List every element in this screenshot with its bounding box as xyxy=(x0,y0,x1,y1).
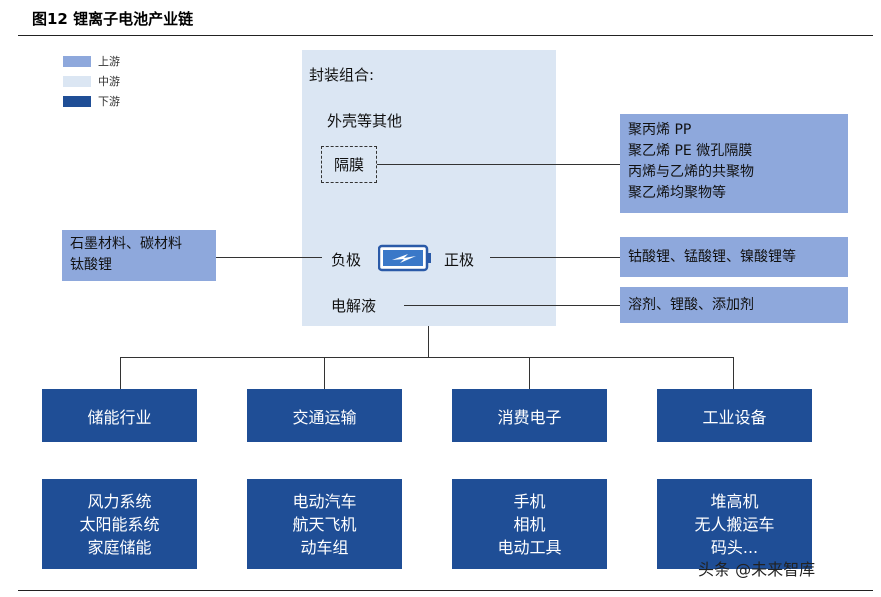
electrolyte-connector xyxy=(404,305,620,306)
legend-label-downstream: 下游 xyxy=(98,95,120,108)
app-item: 航天飞机 xyxy=(292,514,357,534)
bottom-rule xyxy=(18,590,873,591)
pack-heading: 封装组合: xyxy=(309,66,375,84)
app-item: 电动汽车 xyxy=(292,491,357,511)
industry-consumer-electronics: 消费电子 xyxy=(452,389,607,442)
apps-consumer-electronics: 手机 相机 电动工具 xyxy=(452,479,607,569)
apps-transportation: 电动汽车 航天飞机 动车组 xyxy=(247,479,402,569)
top-rule xyxy=(18,35,873,36)
tree-drop-2 xyxy=(324,357,325,389)
app-item: 码头... xyxy=(710,537,759,557)
cathode-label: 正极 xyxy=(444,251,475,269)
app-item: 相机 xyxy=(513,514,546,534)
app-item: 手机 xyxy=(513,491,546,511)
app-item: 电动工具 xyxy=(497,537,562,557)
legend-swatch-midstream xyxy=(63,76,91,87)
electrolyte-label: 电解液 xyxy=(331,297,377,315)
tree-branch xyxy=(120,357,734,358)
separator-label: 隔膜 xyxy=(333,156,364,174)
app-item: 堆高机 xyxy=(710,491,759,511)
battery-pack-box xyxy=(302,50,556,326)
app-item: 动车组 xyxy=(300,537,349,557)
tree-drop-3 xyxy=(529,357,530,389)
figure-title: 图12 锂离子电池产业链 xyxy=(32,10,194,28)
separator-material-2: 聚乙烯 PE 微孔隔膜 xyxy=(628,143,753,159)
apps-energy-storage: 风力系统 太阳能系统 家庭储能 xyxy=(42,479,197,569)
anode-material-2: 钛酸锂 xyxy=(70,257,112,273)
separator-box: 隔膜 xyxy=(321,146,377,183)
legend-swatch-downstream xyxy=(63,96,91,107)
anode-connector xyxy=(216,257,322,258)
anode-materials-box: 石墨材料、碳材料 钛酸锂 xyxy=(62,230,216,281)
tree-drop-1 xyxy=(120,357,121,389)
separator-material-3: 丙烯与乙烯的共聚物 xyxy=(628,164,754,180)
app-item: 无人搬运车 xyxy=(694,514,775,534)
tree-drop-4 xyxy=(733,357,734,389)
separator-material-4: 聚乙烯均聚物等 xyxy=(628,185,726,201)
electrolyte-material-1: 溶剂、锂酸、添加剂 xyxy=(628,296,754,313)
cathode-materials-box: 钴酸锂、锰酸锂、镍酸锂等 xyxy=(620,237,848,277)
legend-label-midstream: 中游 xyxy=(98,75,120,88)
separator-materials-box: 聚丙烯 PP 聚乙烯 PE 微孔隔膜 丙烯与乙烯的共聚物 聚乙烯均聚物等 xyxy=(620,114,848,213)
anode-label: 负极 xyxy=(331,251,362,269)
separator-material-1: 聚丙烯 PP xyxy=(628,122,692,138)
industry-energy-storage: 储能行业 xyxy=(42,389,197,442)
legend-swatch-upstream xyxy=(63,56,91,67)
industry-industrial-equipment: 工业设备 xyxy=(657,389,812,442)
anode-material-1: 石墨材料、碳材料 xyxy=(70,236,182,252)
app-item: 风力系统 xyxy=(87,491,152,511)
industry-transportation: 交通运输 xyxy=(247,389,402,442)
cathode-material-1: 钴酸锂、锰酸锂、镍酸锂等 xyxy=(628,248,796,265)
legend-label-upstream: 上游 xyxy=(98,55,120,68)
cathode-connector xyxy=(490,257,620,258)
separator-connector xyxy=(377,164,620,165)
electrolyte-materials-box: 溶剂、锂酸、添加剂 xyxy=(620,287,848,323)
tree-trunk xyxy=(428,326,429,358)
battery-icon xyxy=(378,244,431,272)
app-item: 家庭储能 xyxy=(87,537,152,557)
apps-industrial-equipment: 堆高机 无人搬运车 码头... xyxy=(657,479,812,569)
shell-label: 外壳等其他 xyxy=(327,112,403,130)
app-item: 太阳能系统 xyxy=(79,514,160,534)
watermark: 头条 @未来智库 xyxy=(698,560,816,579)
